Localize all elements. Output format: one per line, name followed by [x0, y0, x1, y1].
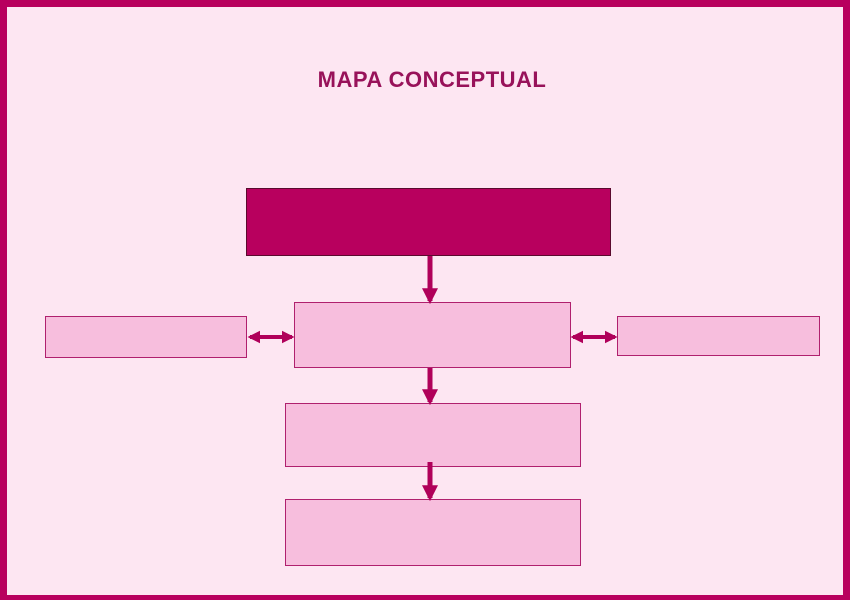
right-concept-box [617, 316, 820, 356]
left-concept-box [45, 316, 247, 358]
center-concept-box [294, 302, 571, 368]
lower-concept-box-1 [285, 403, 581, 467]
lower-concept-box-2 [285, 499, 581, 566]
diagram-title: MAPA CONCEPTUAL [317, 67, 547, 92]
main-concept-box [246, 188, 611, 256]
